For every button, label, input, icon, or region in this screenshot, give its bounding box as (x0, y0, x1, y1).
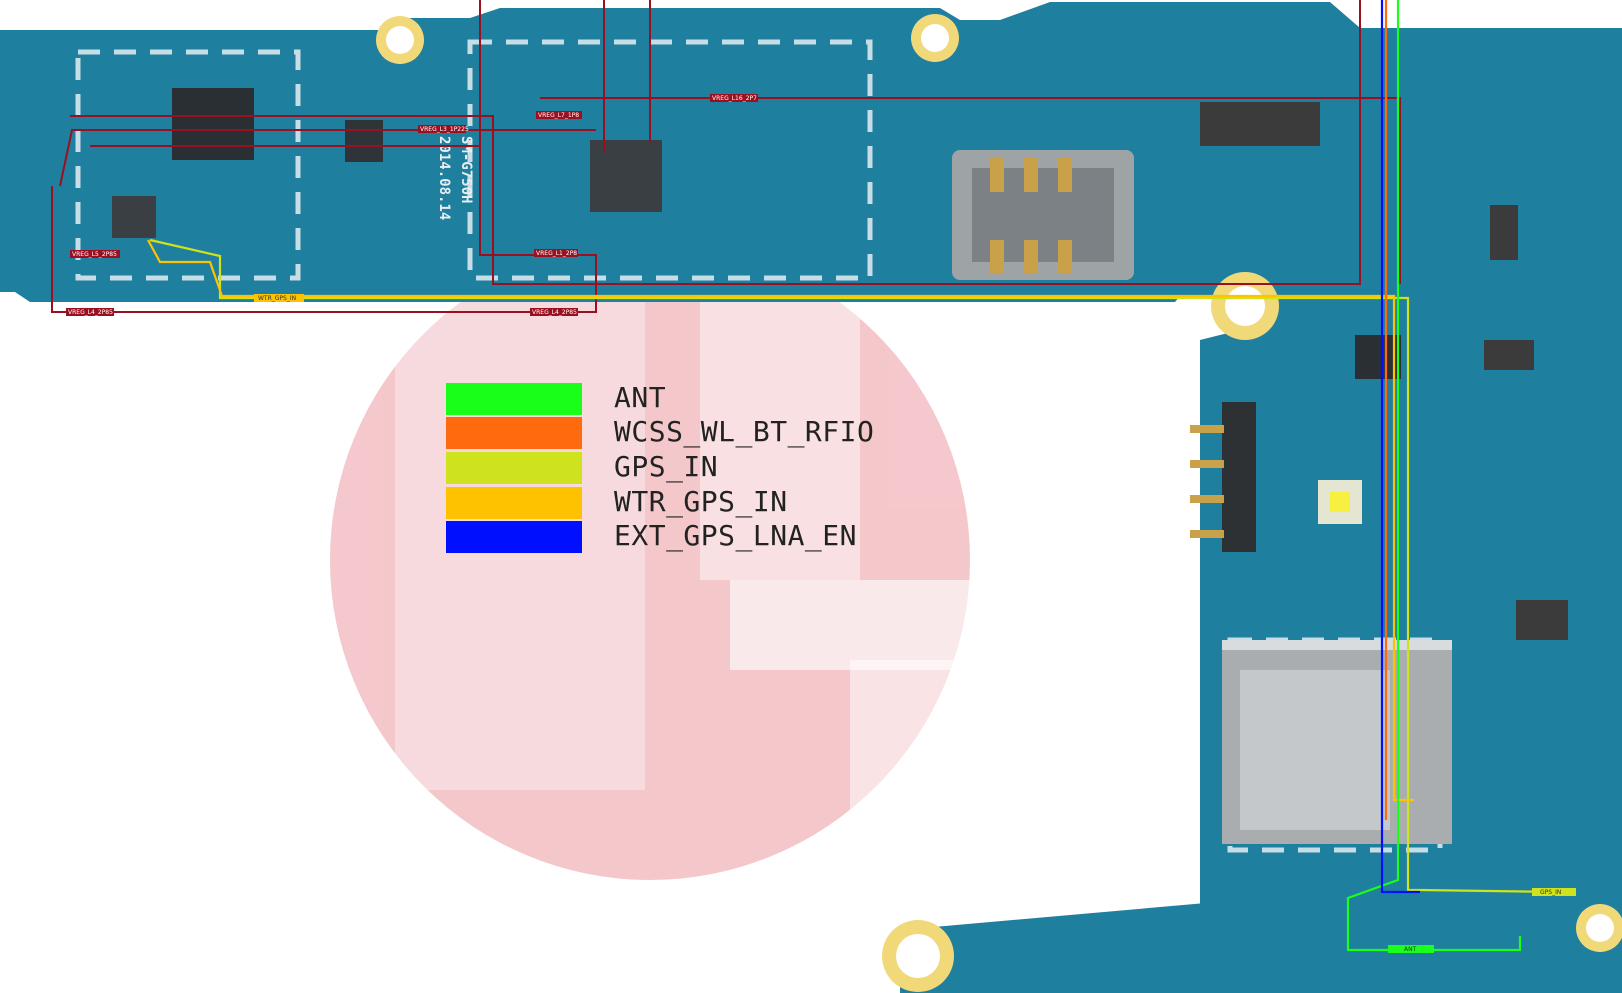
tag-vreg-l7-1p8: VREG_L7_1P8 (536, 111, 582, 119)
microsd-card-holder (1222, 640, 1452, 844)
tag-vreg-l4-2p85-right: VREG_L4_2P85 (530, 308, 578, 316)
vreg-traces (51, 0, 1401, 313)
svg-text:VREG_L1_2P8: VREG_L1_2P8 (536, 250, 577, 257)
trace-gps-in (149, 238, 1561, 894)
tag-vreg-l5-2p85: VREG_L5_2P85 (70, 250, 120, 258)
tag-wtr-gps-in: WTR_GPS_IN (254, 294, 304, 302)
trace-ant (1346, 0, 1522, 952)
signal-traces (147, 0, 1561, 952)
svg-text:VREG_L4_2P85: VREG_L4_2P85 (532, 309, 577, 316)
sim-card-holder (952, 150, 1134, 280)
svg-text:VREG_L4_2P85: VREG_L4_2P85 (68, 309, 113, 316)
legend-label: WCSS_WL_BT_RFIO (614, 415, 875, 448)
side-connector (1190, 402, 1362, 552)
svg-text:VREG_L7_1P8: VREG_L7_1P8 (538, 112, 579, 119)
tag-gps-in: GPS_IN (1532, 888, 1576, 896)
legend-swatch (446, 487, 582, 519)
svg-text:ANT: ANT (1404, 946, 1417, 953)
pcb-bottom-arm (900, 900, 1300, 993)
tag-vreg-l4-2p85-left: VREG_L4_2P85 (66, 308, 114, 316)
svg-text:WTR_GPS_IN: WTR_GPS_IN (258, 295, 296, 302)
legend-label: WTR_GPS_IN (614, 485, 788, 518)
legend-label: ANT (614, 381, 667, 414)
legend-label: EXT_GPS_LNA_EN (614, 519, 858, 552)
legend-swatch (446, 521, 582, 553)
tag-vreg-l16-2p7: VREG_L16_2P7 (710, 94, 758, 102)
board-model-text: SM-G750H (458, 136, 474, 203)
legend-label: GPS_IN (614, 450, 719, 483)
legend-swatch (446, 417, 582, 449)
watermark-logo (330, 240, 1000, 880)
svg-text:VREG_L16_2P7: VREG_L16_2P7 (712, 95, 757, 102)
board-date-text: 2014.08.14 (436, 136, 452, 220)
svg-text:VREG_L5_2P85: VREG_L5_2P85 (72, 251, 117, 258)
trace-ext-gps-lna-en (1380, 0, 1420, 894)
tag-ant: ANT (1388, 945, 1434, 953)
pcb-top-strip (0, 2, 1622, 302)
tag-vreg-l3-1p225: VREG_L3_1P225 (418, 125, 469, 133)
legend-swatch (446, 452, 582, 484)
trace-wtr-gps-in (147, 239, 1414, 802)
svg-text:VREG_L3_1P225: VREG_L3_1P225 (420, 126, 469, 133)
legend-swatch (446, 383, 582, 415)
svg-text:GPS_IN: GPS_IN (1540, 889, 1561, 896)
mounting-holes (376, 14, 1622, 992)
trace-tags: VREG_L5_2P85 VREG_L3_1P225 VREG_L7_1P8 V… (66, 94, 1576, 953)
tag-vreg-l1-2p8: VREG_L1_2P8 (534, 249, 578, 257)
